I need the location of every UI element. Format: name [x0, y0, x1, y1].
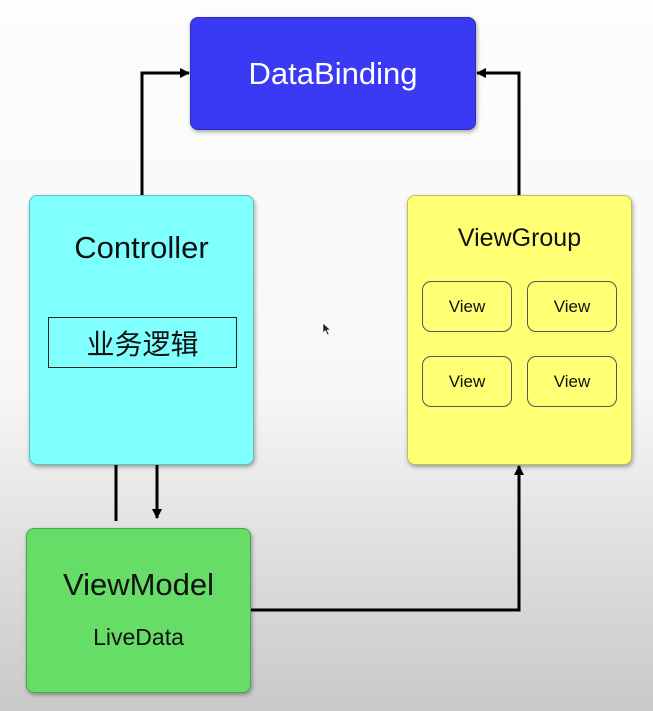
business-logic-label: 业务逻辑 — [86, 327, 199, 361]
business-logic-box: 业务逻辑 — [48, 317, 237, 368]
viewmodel-node: ViewModel LiveData — [26, 528, 251, 693]
viewgroup-label: ViewGroup — [457, 224, 582, 252]
view-item: View — [422, 281, 512, 332]
databinding-node: DataBinding — [190, 17, 476, 130]
arrow-controller-to-databinding — [140, 68, 190, 195]
viewgroup-node: ViewGroup View View View View — [407, 195, 632, 465]
mouse-cursor-icon — [322, 322, 332, 336]
view-item: View — [527, 356, 617, 407]
view-item-label: View — [553, 296, 591, 316]
databinding-label: DataBinding — [248, 55, 418, 91]
view-item: View — [422, 356, 512, 407]
viewmodel-label: ViewModel — [62, 567, 215, 602]
view-item-label: View — [448, 371, 486, 391]
view-item-label: View — [553, 371, 591, 391]
arrow-viewmodel-to-viewgroup — [251, 465, 524, 612]
view-item-label: View — [448, 296, 486, 316]
arrow-viewgroup-to-databinding — [476, 68, 521, 195]
view-item: View — [527, 281, 617, 332]
controller-node: Controller 业务逻辑 — [29, 195, 254, 465]
controller-label: Controller — [74, 230, 209, 265]
livedata-label: LiveData — [93, 624, 184, 650]
